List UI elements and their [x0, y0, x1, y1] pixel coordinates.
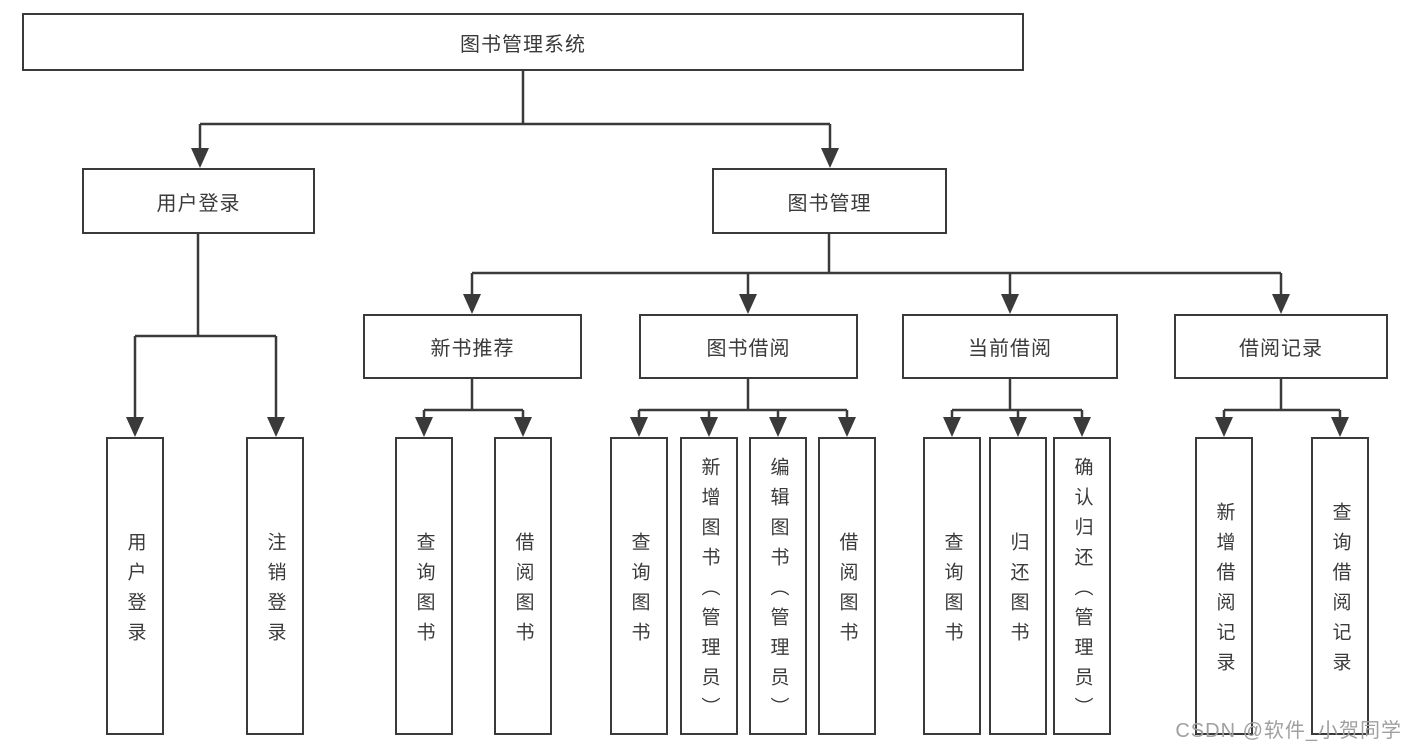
- node-label: 图书管理: [787, 192, 872, 215]
- node-label: 新增借阅记录: [1213, 501, 1235, 682]
- leaf-query-book-borrow: 查询图书: [610, 437, 668, 735]
- node-label: 借阅记录: [1239, 338, 1323, 360]
- node-label: 注销登录: [264, 531, 286, 652]
- connector-root-to-level2: [191, 71, 839, 168]
- leaf-query-book-recommend: 查询图书: [395, 437, 453, 735]
- node-book-borrow: 图书借阅: [639, 314, 858, 379]
- node-book-management: 图书管理: [712, 168, 947, 234]
- connector-new-book-recommend-children: [415, 379, 532, 437]
- node-label: 查询借阅记录: [1329, 501, 1351, 682]
- node-label: 查询图书: [413, 531, 435, 652]
- leaf-add-borrow-record: 新增借阅记录: [1195, 437, 1253, 735]
- csdn-watermark: CSDN @软件_小贺同学: [1175, 720, 1402, 742]
- node-label: 图书管理系统: [460, 33, 586, 56]
- node-library-management-system: 图书管理系统: [22, 13, 1024, 71]
- connector-borrow-records-children: [1215, 379, 1349, 437]
- node-label: 当前借阅: [968, 338, 1052, 360]
- node-label: 确认归还（管理员）: [1071, 456, 1093, 727]
- node-user-login: 用户登录: [82, 168, 315, 234]
- node-label: 新增图书（管理员）: [698, 456, 720, 727]
- node-label: 图书借阅: [706, 338, 791, 360]
- node-label: 编辑图书（管理员）: [767, 456, 789, 727]
- leaf-return-book: 归还图书: [989, 437, 1047, 735]
- connector-current-borrow-children: [943, 379, 1091, 437]
- leaf-borrow-book: 借阅图书: [818, 437, 876, 735]
- node-new-book-recommend: 新书推荐: [363, 314, 582, 379]
- connector-book-borrow-children: [630, 379, 856, 437]
- leaf-user-login: 用户登录: [106, 437, 164, 735]
- node-current-borrow: 当前借阅: [902, 314, 1118, 379]
- leaf-query-book-current: 查询图书: [923, 437, 981, 735]
- node-label: 新书推荐: [430, 338, 515, 360]
- connector-book-management-children: [463, 234, 1290, 314]
- node-borrow-records: 借阅记录: [1174, 314, 1388, 379]
- leaf-query-borrow-record: 查询借阅记录: [1311, 437, 1369, 735]
- leaf-logout: 注销登录: [246, 437, 304, 735]
- node-label: 借阅图书: [512, 531, 534, 652]
- node-label: 用户登录: [124, 531, 146, 652]
- leaf-add-book-admin: 新增图书（管理员）: [680, 437, 738, 735]
- node-label: 查询图书: [628, 531, 650, 652]
- node-label: 归还图书: [1007, 531, 1029, 652]
- node-label: 借阅图书: [836, 531, 858, 652]
- leaf-borrow-book-recommend: 借阅图书: [494, 437, 552, 735]
- leaf-edit-book-admin: 编辑图书（管理员）: [749, 437, 807, 735]
- leaf-confirm-return-admin: 确认归还（管理员）: [1053, 437, 1111, 735]
- connector-user-login-children: [126, 233, 285, 437]
- node-label: 用户登录: [156, 192, 241, 215]
- node-label: 查询图书: [941, 531, 963, 652]
